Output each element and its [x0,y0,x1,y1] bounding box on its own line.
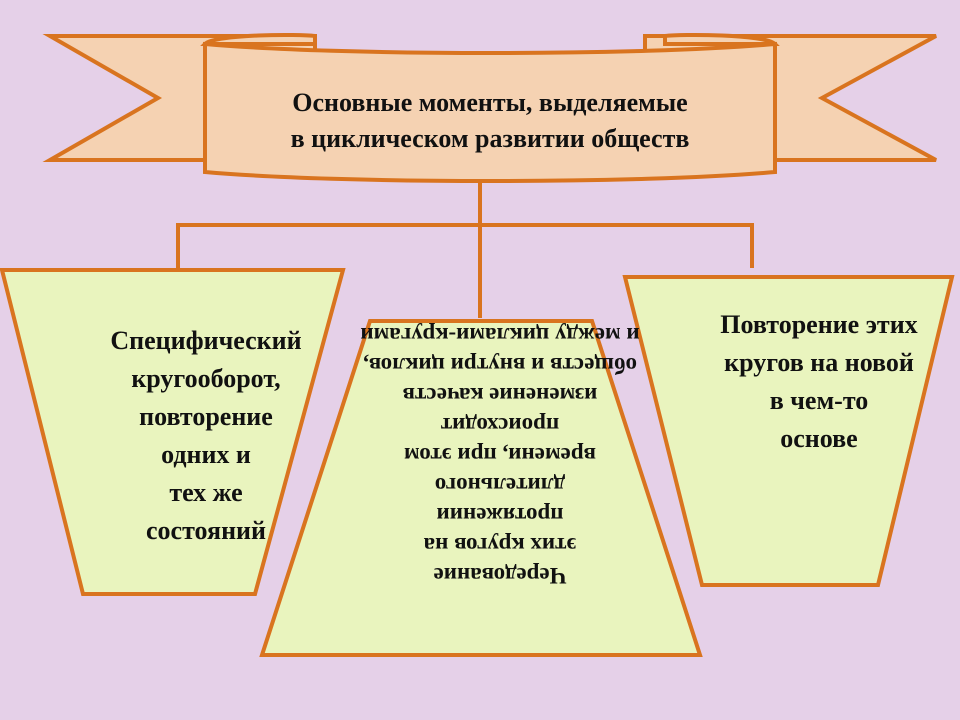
banner-front [203,41,777,183]
center-box-text: Чередование этих кругов на протяжении дл… [360,323,640,588]
center-box [259,319,703,657]
banner-right-fold [663,32,780,46]
left-box [0,268,346,596]
banner-title: Основные моменты, выделяемые в циклическ… [290,88,690,153]
right-box-text: Повторение этих кругов на новой в чем-то… [720,310,918,453]
banner-left-fold [200,32,317,46]
right-box [622,275,955,587]
left-box-text: Специфический кругооборот, повторение од… [110,326,302,545]
banner-ribbon [42,32,937,183]
connector-lines [176,178,754,318]
